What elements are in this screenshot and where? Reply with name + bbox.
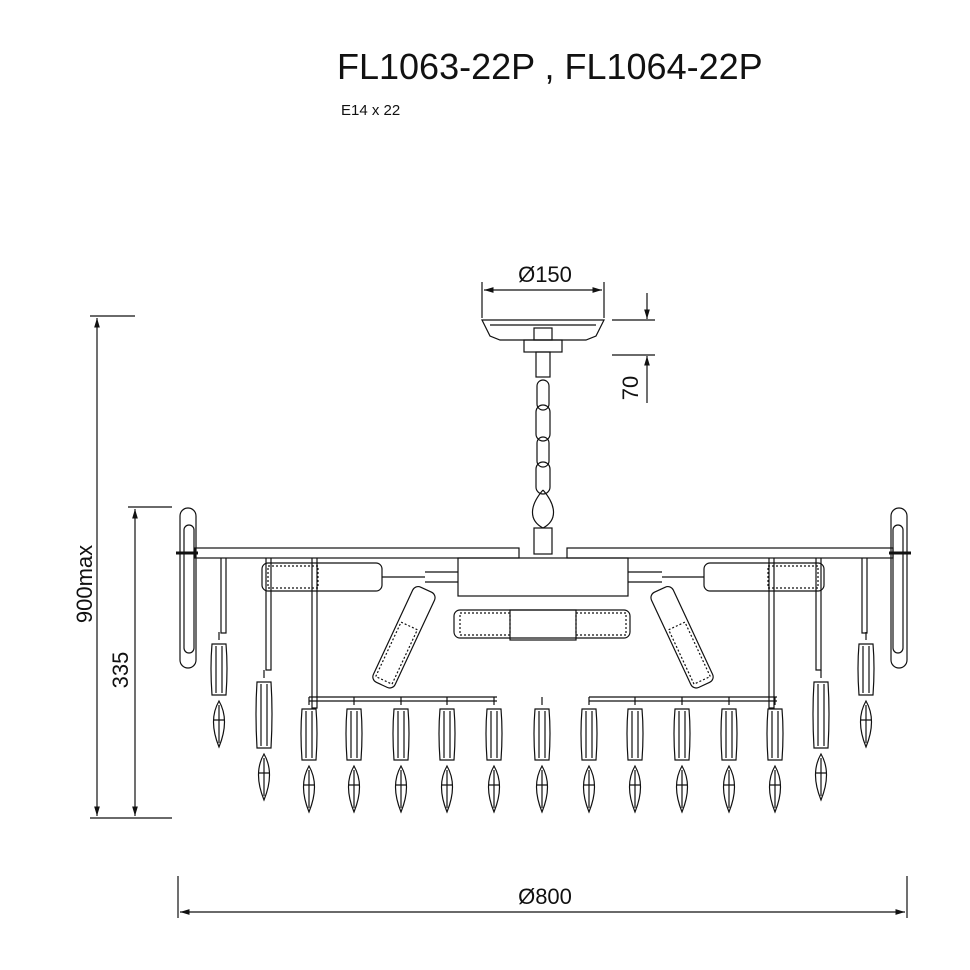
crystal-pendant [580,697,598,814]
chain [531,379,555,555]
crystal-pendant [626,697,644,814]
crystal-pendant [485,697,503,814]
crystal-pendant [812,670,830,802]
label-canopy-height: 70 [618,376,643,400]
crystal-pendant [720,697,738,814]
label-total-height: 900max [72,545,97,623]
dim-overall-diameter [177,876,908,918]
crystal-pendant [857,632,875,749]
crystal-pendant [766,697,784,814]
dim-body-height [128,506,172,816]
crystal-pendant [300,697,318,814]
crystal-pendants [210,632,875,814]
crystal-pendant [438,697,456,814]
dim-canopy-height [612,293,655,403]
crystal-pendant [392,697,410,814]
bulbs [261,562,825,689]
frame [176,507,911,709]
label-overall-diameter: Ø800 [518,884,572,909]
crystal-pendant [210,632,228,749]
dim-total-height [90,315,172,819]
label-body-height: 335 [108,652,133,689]
label-canopy-diameter: Ø150 [518,262,572,287]
lamp-spec: E14 x 22 [341,102,401,119]
crystal-pendant [345,697,363,814]
crystal-pendant [533,697,551,814]
product-title: FL1063-22P , FL1064-22P [337,46,763,87]
canopy [481,319,605,378]
crystal-pendant [255,670,273,802]
crystal-pendant [673,697,691,814]
dim-canopy-diameter [481,282,605,318]
